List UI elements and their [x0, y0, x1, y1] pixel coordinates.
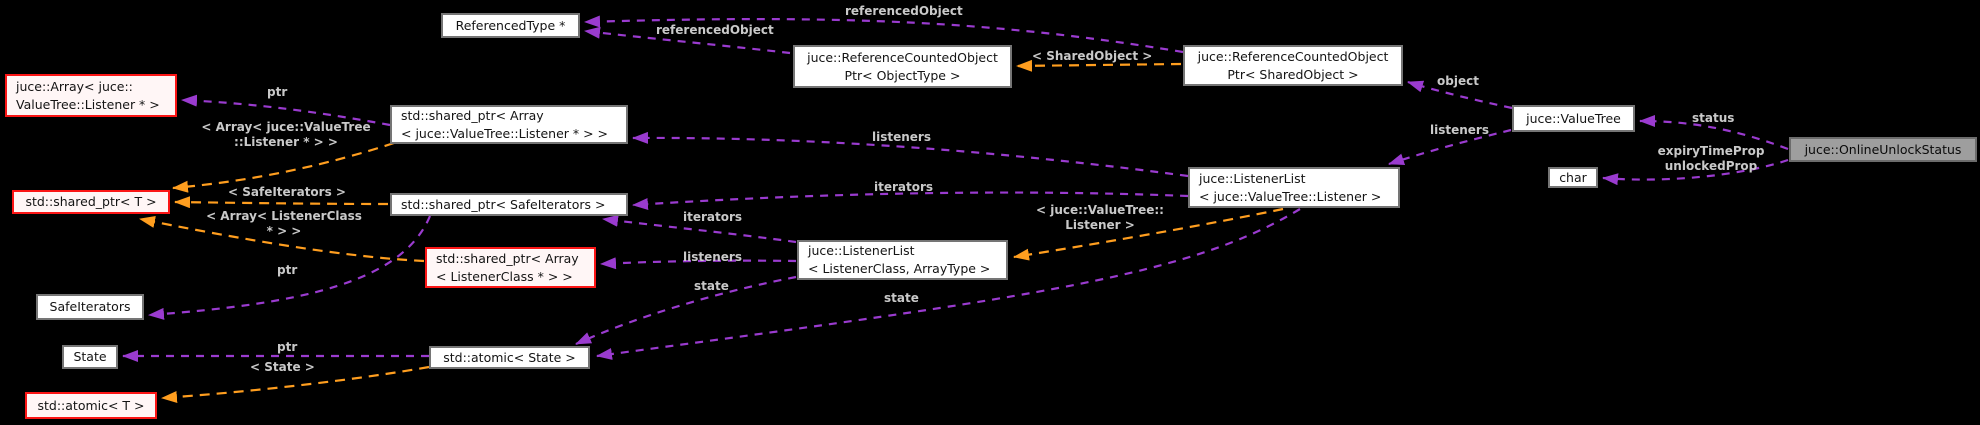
node-label: std::atomic< State > — [443, 349, 576, 365]
node-safeiterators[interactable]: SafeIterators — [36, 294, 144, 320]
edge-label-tmpl-safeiterators: < SafeIterators > — [228, 185, 346, 199]
edge-label-iterators-long: iterators — [874, 180, 934, 194]
edge-label-line: expiryTimeProp — [1657, 144, 1765, 158]
node-reference-counted-object-ptr-objecttype[interactable]: juce::ReferenceCountedObject Ptr< Object… — [793, 45, 1012, 88]
node-label: < ListenerClass * > > — [436, 268, 573, 284]
node-label: Ptr< ObjectType > — [844, 67, 961, 83]
node-label: juce::Array< juce:: — [16, 78, 133, 94]
edge-tmpl-sharedobject — [1016, 59, 1182, 72]
edge-label-ptr-array: ptr — [267, 85, 288, 99]
edge-label-tmpl-state: < State > — [250, 360, 315, 374]
edge-label-ptr-state: ptr — [277, 340, 298, 354]
node-juce-array-listener: juce::Array< juce:: ValueTree::Listener … — [5, 74, 177, 117]
node-valuetree[interactable]: juce::ValueTree — [1512, 105, 1635, 132]
node-label: < juce::ValueTree::Listener > — [1199, 188, 1382, 204]
edge-label-tmpl-vt-listener: < juce::ValueTree:: Listener > — [1030, 203, 1170, 233]
edge-referencedobject-lower — [584, 26, 791, 55]
edge-object — [1407, 80, 1513, 110]
node-shared-ptr-safeiterators[interactable]: std::shared_ptr< SafeIterators > — [390, 193, 628, 216]
node-label: SafeIterators — [49, 299, 131, 314]
edge-label-state-vt: state — [884, 291, 919, 305]
edge-label-sharedobject: < SharedObject > — [1032, 49, 1153, 63]
edge-tmpl-array-lc — [139, 216, 425, 263]
node-label: char — [1559, 169, 1587, 185]
edge-label-listeners-long: listeners — [872, 130, 931, 144]
edge-label-referencedobject-lower: referencedObject — [656, 23, 774, 37]
node-atomic-state[interactable]: std::atomic< State > — [429, 346, 590, 369]
edge-state-valuetree — [596, 208, 1301, 360]
edge-label-referencedobject-upper: referencedObject — [845, 4, 963, 18]
node-label: std::shared_ptr< SafeIterators > — [401, 196, 606, 212]
edge-state-template — [575, 275, 797, 346]
edge-label-line: < Array< ListenerClass — [206, 209, 362, 223]
node-shared-ptr-t: std::shared_ptr< T > — [12, 190, 170, 214]
node-label: juce::ListenerList — [808, 243, 915, 258]
edge-listeners-long — [632, 131, 1189, 178]
node-label: std::atomic< T > — [37, 397, 145, 413]
edge-status — [1639, 115, 1789, 151]
node-label: juce::ReferenceCountedObject — [807, 49, 998, 65]
edge-label-line: * > > — [266, 224, 302, 238]
node-label: Ptr< SharedObject > — [1227, 66, 1359, 82]
edge-listeners-valuetree — [1388, 128, 1512, 166]
edge-label-line: < Array< juce::ValueTree — [201, 120, 371, 134]
node-label: State — [73, 349, 107, 364]
edge-referencedobject-upper — [584, 15, 1184, 54]
edge-label-listeners-lc: listeners — [683, 250, 742, 264]
node-label: juce::ReferenceCountedObject — [1197, 48, 1389, 64]
edge-tmpl-vt-listener — [1013, 207, 1284, 261]
edge-label-tmpl-array-lc: < Array< ListenerClass * > > — [200, 209, 368, 239]
edge-label-iterators-lc: iterators — [683, 210, 743, 224]
node-listenerlist-valuetree-listener[interactable]: juce::ListenerList < juce::ValueTree::Li… — [1188, 167, 1400, 208]
node-label: < ListenerClass, ArrayType > — [808, 261, 991, 276]
node-label: std::shared_ptr< Array — [401, 107, 544, 123]
edge-label-listeners-valuetree: listeners — [1430, 123, 1489, 137]
node-reference-counted-object-ptr-sharedobject[interactable]: juce::ReferenceCountedObject Ptr< Shared… — [1183, 45, 1403, 86]
edge-label-line: unlockedProp — [1664, 159, 1758, 173]
node-label: juce::OnlineUnlockStatus — [1804, 141, 1962, 157]
node-label: juce::ValueTree — [1526, 110, 1621, 126]
edge-label-line: ::Listener * > > — [234, 135, 338, 149]
node-referenced-type[interactable]: ReferencedType * — [441, 13, 580, 38]
node-label: ReferencedType * — [455, 17, 566, 33]
edge-label-ptr-safeiterators: ptr — [277, 263, 298, 277]
node-shared-ptr-array-valuetree-listener[interactable]: std::shared_ptr< Array < juce::ValueTree… — [390, 105, 628, 144]
node-label: < juce::ValueTree::Listener * > > — [401, 125, 609, 141]
edge-label-tmpl-array-vt: < Array< juce::ValueTree ::Listener * > … — [196, 120, 376, 150]
node-char[interactable]: char — [1548, 167, 1598, 188]
node-online-unlock-status: juce::OnlineUnlockStatus — [1789, 137, 1977, 162]
node-label: std::shared_ptr< T > — [25, 194, 157, 209]
node-label: juce::ListenerList — [1199, 170, 1306, 186]
edge-label-line: < juce::ValueTree:: — [1036, 203, 1164, 217]
edge-label-object: object — [1437, 74, 1479, 88]
edge-ptr-safeiterators — [148, 215, 432, 320]
edge-label-status: status — [1692, 111, 1735, 125]
edge-tmpl-safeiterators — [174, 196, 389, 209]
node-label: ValueTree::Listener * > — [16, 96, 160, 112]
node-label: std::shared_ptr< Array — [436, 250, 579, 266]
edge-label-state-lc: state — [694, 279, 729, 293]
edge-label-expiry-unlocked: expiryTimeProp unlockedProp — [1650, 144, 1772, 174]
edge-expiry-unlocked — [1602, 158, 1789, 186]
node-shared-ptr-array-listenerclass: std::shared_ptr< Array < ListenerClass *… — [425, 247, 596, 288]
node-state[interactable]: State — [62, 345, 118, 369]
edge-ptr-array — [181, 94, 391, 127]
edge-label-line: Listener > — [1065, 218, 1135, 232]
edge-iterators-long — [632, 191, 1189, 211]
node-listenerlist-template[interactable]: juce::ListenerList < ListenerClass, Arra… — [797, 240, 1008, 280]
edge-tmpl-array-vt — [172, 141, 395, 193]
node-atomic-t: std::atomic< T > — [25, 392, 157, 419]
